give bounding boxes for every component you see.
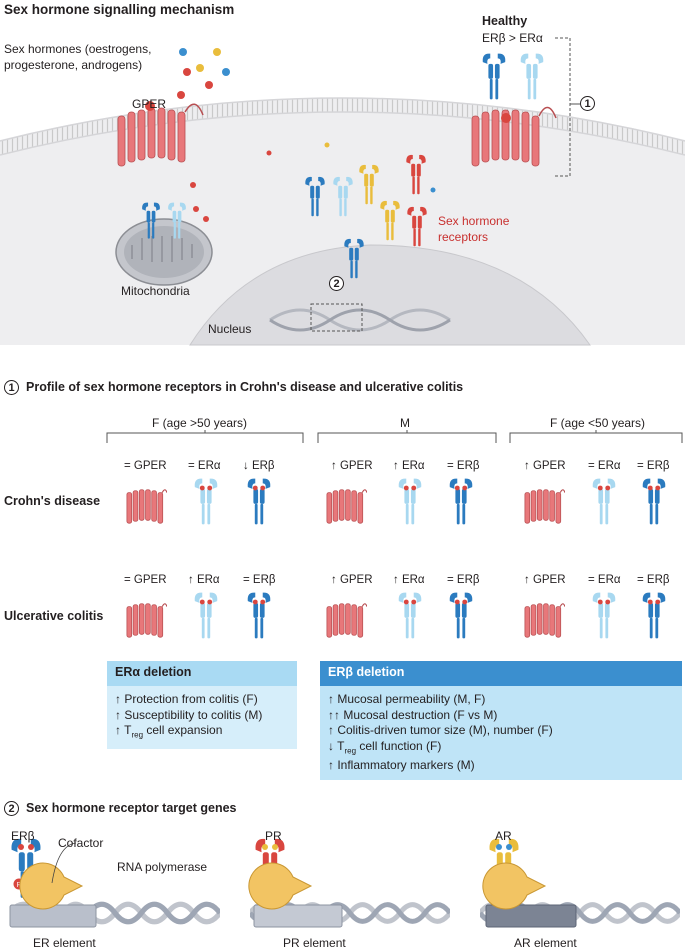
era-line-1: ↑ Protection from colitis (F) [115, 692, 258, 706]
uc-f-under50-era: = ERα [588, 574, 621, 586]
receptors-label-1: Sex hormone [438, 214, 510, 228]
profile-title: Profile of sex hormone receptors in Croh… [26, 380, 464, 394]
erb-line-5: ↑ Inflammatory markers (M) [328, 758, 475, 773]
cd-f50-era: = ERα [188, 460, 221, 472]
row-label-uc: Ulcerative colitis [4, 609, 104, 623]
cofactor-label: Cofactor [58, 836, 104, 850]
era-deletion-box: ERα deletion ↑ Protection from colitis (… [107, 661, 297, 749]
group-label-f-over-50: F (age >50 years) [152, 416, 248, 430]
nucleus-label: Nucleus [208, 322, 252, 336]
profile-receptor-grid [126, 478, 666, 639]
cd-m-gper: ↑ GPER [331, 460, 373, 472]
healthy-label: Healthy [482, 14, 528, 28]
targets-num: 2 [4, 801, 19, 816]
erb-line-3: ↑ Colitis-driven tumor size (M), number … [328, 723, 553, 737]
uc-f50-era: ↑ ERα [188, 574, 220, 586]
receptors-label-2: receptors [438, 230, 489, 244]
cd-f-under50-gper: ↑ GPER [524, 460, 566, 472]
group-label-m: M [400, 416, 410, 430]
era-deletion-body: ↑ Protection from colitis (F) ↑ Suscepti… [107, 686, 297, 749]
erb-line-4: ↓ Treg cell function (F) [328, 738, 442, 755]
era-line-2: ↑ Susceptibility to colitis (M) [115, 707, 263, 722]
hormones-label-2: progesterone, androgens) [4, 58, 143, 72]
uc-f-under50-erb: = ERβ [637, 574, 670, 586]
cd-f-under50-era: = ERα [588, 460, 621, 472]
callout-2: 2 [329, 276, 344, 291]
uc-f50-erb: = ERβ [243, 574, 276, 586]
gper-label: GPER [132, 97, 167, 111]
era-deletion-title: ERα deletion [107, 661, 297, 686]
cd-m-erb: = ERβ [447, 460, 480, 472]
callout-1: 1 [580, 96, 595, 111]
erb-deletion-box: ERβ deletion ↑ Mucosal permeability (M, … [320, 661, 682, 780]
ar-element-label: AR element [514, 936, 577, 950]
mitochondria-label: Mitochondria [121, 284, 190, 298]
er-element-label: ER element [33, 936, 96, 950]
rna-polymerase-label: RNA polymerase [117, 860, 208, 874]
erb-line-1: ↑ Mucosal permeability (M, F) [328, 692, 486, 706]
uc-m-era: ↑ ERα [393, 574, 425, 586]
signalling-illustration [0, 37, 685, 346]
healthy-ratio: ERβ > ERα [482, 31, 543, 45]
pr-label: PR [265, 829, 282, 843]
er-label: ERβ [11, 829, 35, 843]
hormones-label-1: Sex hormones (oestrogens, [4, 42, 152, 56]
cd-f-under50-erb: = ERβ [637, 460, 670, 472]
uc-m-gper: ↑ GPER [331, 574, 373, 586]
target-genes-illustration: P P P P [9, 838, 685, 928]
erb-deletion-title: ERβ deletion [320, 661, 682, 686]
targets-title: Sex hormone receptor target genes [26, 801, 237, 815]
pr-element-label: PR element [283, 936, 346, 950]
main-title: Sex hormone signalling mechanism [4, 2, 235, 17]
uc-m-erb: = ERβ [447, 574, 480, 586]
er-p1: P [17, 882, 22, 889]
profile-num: 1 [4, 380, 19, 395]
group-label-f-under-50: F (age <50 years) [550, 416, 646, 430]
row-label-crohns: Crohn's disease [4, 494, 101, 508]
cd-f50-erb: ↓ ERβ [243, 460, 275, 472]
cd-m-era: ↑ ERα [393, 460, 425, 472]
ar-label: AR [495, 829, 512, 843]
uc-f50-gper: = GPER [124, 574, 167, 586]
erb-deletion-body: ↑ Mucosal permeability (M, F) ↑↑ Mucosal… [320, 686, 682, 780]
erb-line-2: ↑↑ Mucosal destruction (F vs M) [328, 707, 498, 722]
profile-brackets [106, 430, 683, 443]
uc-f-under50-gper: ↑ GPER [524, 574, 566, 586]
era-line-3: ↑ Treg cell expansion [115, 723, 223, 740]
cd-f50-gper: = GPER [124, 460, 167, 472]
